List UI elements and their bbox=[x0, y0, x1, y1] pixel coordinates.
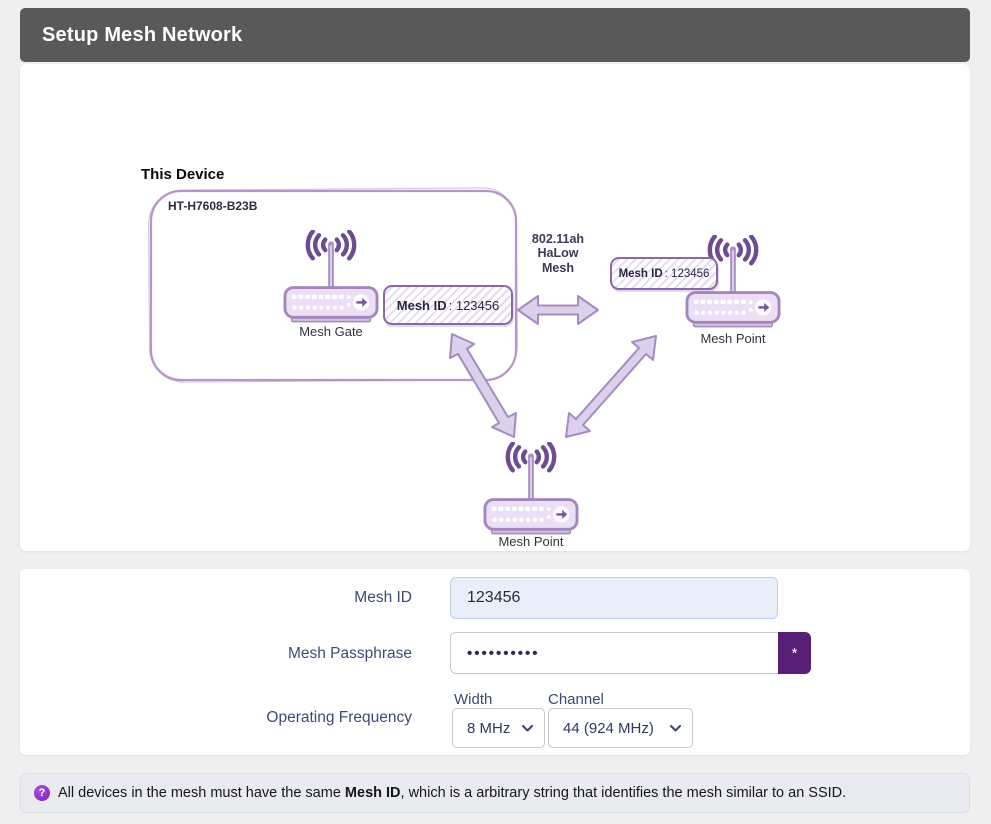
reveal-passphrase-button[interactable]: * bbox=[778, 632, 811, 674]
mesh-point-right-label: Mesh Point bbox=[700, 331, 766, 346]
mesh-link-arrow-right bbox=[565, 335, 657, 438]
halow-mesh-link-label: 802.11ah HaLow Mesh bbox=[531, 232, 585, 275]
channel-select[interactable]: 44 (924 MHz) bbox=[548, 708, 693, 748]
this-device-label: This Device bbox=[141, 166, 225, 183]
mesh-link-arrow-left bbox=[449, 333, 517, 438]
mesh-id-badge-gate: Mesh ID: 123456 bbox=[383, 285, 513, 325]
page-header: Setup Mesh Network bbox=[20, 8, 970, 62]
mesh-point-bottom-label: Mesh Point bbox=[498, 534, 564, 549]
mesh-id-badge-point: Mesh ID: 123456 bbox=[610, 257, 718, 290]
width-select[interactable]: 8 MHz bbox=[452, 708, 545, 748]
width-selected-value: 8 MHz bbox=[467, 719, 511, 737]
width-select-label: Width bbox=[454, 691, 493, 708]
mesh-id-input[interactable] bbox=[450, 577, 778, 619]
operating-frequency-field-label: Operating Frequency bbox=[266, 709, 412, 726]
mesh-gate-label: Mesh Gate bbox=[299, 324, 363, 339]
help-note: ? All devices in the mesh must have the … bbox=[20, 773, 970, 813]
mesh-point-bottom-router-icon bbox=[483, 442, 579, 536]
mesh-passphrase-input[interactable] bbox=[450, 632, 778, 674]
badge-label: Mesh ID bbox=[618, 267, 663, 280]
page-title: Setup Mesh Network bbox=[42, 23, 243, 46]
asterisk-icon: * bbox=[791, 644, 798, 662]
badge-label: Mesh ID bbox=[396, 297, 447, 313]
badge-value: : 123456 bbox=[664, 267, 710, 280]
badge-value: : 123456 bbox=[448, 297, 500, 313]
device-model-label: HT-H7608-B23B bbox=[168, 199, 258, 213]
mesh-id-field-label: Mesh ID bbox=[354, 589, 412, 606]
mesh-passphrase-field: * bbox=[450, 632, 811, 674]
help-icon: ? bbox=[34, 785, 50, 801]
channel-selected-value: 44 (924 MHz) bbox=[563, 719, 654, 737]
mesh-topology-diagram bbox=[148, 187, 657, 438]
channel-select-label: Channel bbox=[548, 691, 604, 708]
this-device-box bbox=[148, 187, 518, 383]
chevron-down-icon bbox=[522, 724, 533, 731]
chevron-down-icon bbox=[670, 724, 681, 731]
help-note-text: All devices in the mesh must have the sa… bbox=[58, 785, 847, 801]
mesh-gate-router-icon bbox=[283, 230, 379, 324]
mesh-link-arrow-horizontal bbox=[517, 295, 599, 325]
mesh-passphrase-field-label: Mesh Passphrase bbox=[287, 645, 412, 662]
